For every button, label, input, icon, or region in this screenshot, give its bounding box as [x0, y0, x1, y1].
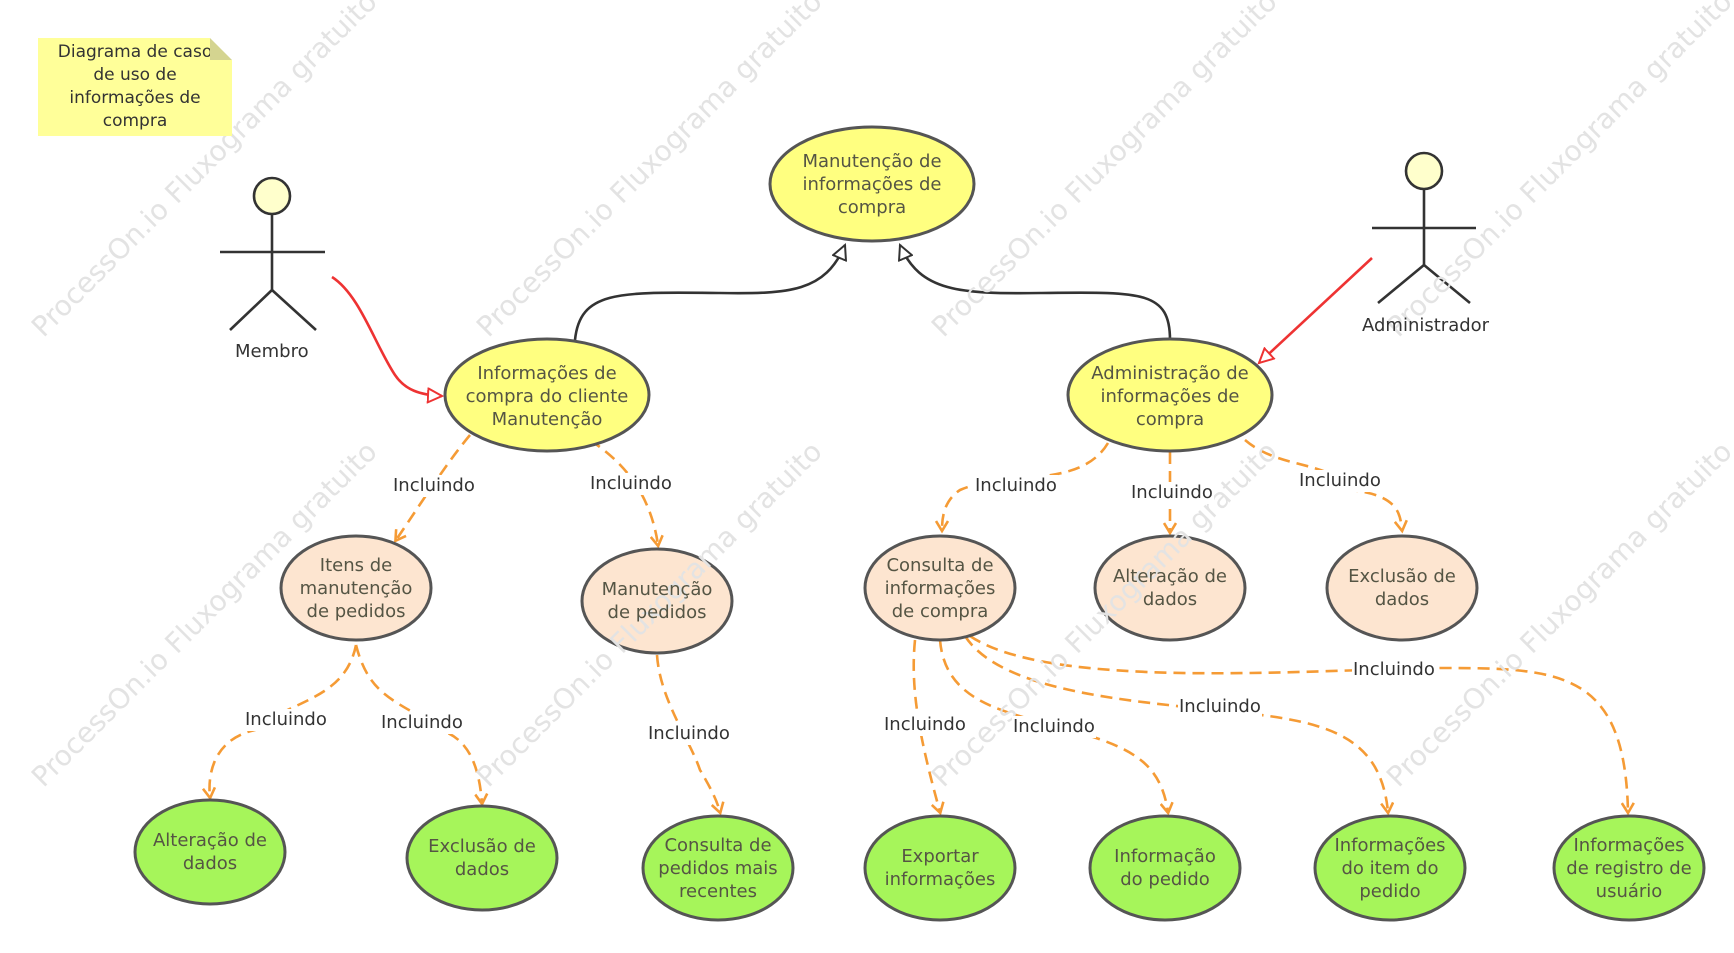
actor-admin-label: Administrador	[1362, 315, 1490, 336]
use-case-info-usuario-label: Informações de registro de usuário	[1566, 834, 1692, 902]
edge-label-items-alteracao: Incluindo	[244, 709, 328, 731]
use-case-exclusao-itens-label: Exclusão de dados	[428, 836, 536, 880]
edge-label-client-orders: Incluindo	[589, 473, 673, 495]
generalization-edge-admin	[900, 245, 1172, 341]
generalization-edge-client	[573, 245, 845, 341]
use-case-order-maint-label: Manutenção de pedidos	[601, 579, 713, 623]
use-case-exportar-label: Exportar informações	[884, 846, 996, 890]
association-edge-admin	[1259, 257, 1373, 363]
association-edge-member	[331, 275, 442, 396]
use-case-pedidos-recentes	[641, 814, 795, 922]
edge-label-consulta-usuario: Incluindo	[1352, 659, 1436, 681]
edge-label-orders-recentes: Incluindo	[647, 723, 731, 745]
use-case-items-maint	[279, 534, 433, 642]
edge-label-client-items: Incluindo	[392, 475, 476, 497]
use-case-pedidos-recentes-label: Consulta de pedidos mais recentes	[658, 834, 778, 902]
use-case-info-item	[1313, 814, 1467, 922]
note-fold	[210, 38, 232, 60]
use-case-client	[443, 337, 651, 453]
edge-label-admin-consulta: Incluindo	[974, 475, 1058, 497]
diagram-title-note: Diagrama de caso de uso de informações d…	[38, 38, 232, 136]
use-case-admin	[1066, 337, 1274, 453]
actor-member-label: Membro	[235, 341, 309, 362]
edge-label-admin-exclusao: Incluindo	[1298, 470, 1382, 492]
use-case-exclusao-adm	[1325, 534, 1479, 642]
use-case-alteracao-itens-label: Alteração de dados	[152, 830, 268, 874]
use-case-admin-label: Administração de informações de compra	[1091, 362, 1249, 430]
use-case-root-label: Manutenção de informações de compra	[802, 150, 942, 218]
use-case-alteracao-itens	[133, 798, 287, 906]
use-case-items-maint-label: Itens de manutenção de pedidos	[299, 554, 413, 622]
include-edge-consulta-pedido	[938, 639, 1168, 812]
edge-label-admin-alteracao: Incluindo	[1130, 482, 1214, 504]
use-case-order-maint	[580, 547, 734, 655]
use-case-info-pedido	[1088, 814, 1242, 922]
use-case-info-usuario	[1552, 814, 1706, 922]
note-text: Diagrama de caso de uso de informações d…	[57, 42, 213, 131]
use-case-consulta-label: Consulta de informações de compra	[884, 554, 996, 622]
use-case-consulta	[863, 534, 1017, 642]
edge-label-consulta-pedido: Incluindo	[1012, 716, 1096, 738]
edge-label-consulta-exportar: Incluindo	[883, 714, 967, 736]
actor-admin-head	[1404, 151, 1444, 191]
use-case-exclusao-itens	[405, 804, 559, 912]
use-case-alteracao-adm-label: Alteração de dados	[1112, 566, 1228, 610]
use-case-client-label: Informações de compra do cliente Manuten…	[465, 362, 629, 430]
include-edge-orders-recentes	[655, 654, 720, 812]
use-case-info-item-label: Informações do item do pedido	[1334, 834, 1446, 902]
use-case-root	[768, 125, 976, 243]
actor-member-figure	[220, 176, 325, 331]
use-case-alteracao-adm	[1093, 534, 1247, 642]
edge-label-consulta-item: Incluindo	[1178, 696, 1262, 718]
actor-admin-figure	[1372, 151, 1476, 305]
actor-member-head	[252, 176, 292, 216]
edge-label-items-exclusao: Incluindo	[380, 712, 464, 734]
use-case-exportar	[863, 814, 1017, 922]
use-case-info-pedido-label: Informação do pedido	[1114, 846, 1216, 890]
use-case-exclusao-adm-label: Exclusão de dados	[1348, 566, 1456, 610]
